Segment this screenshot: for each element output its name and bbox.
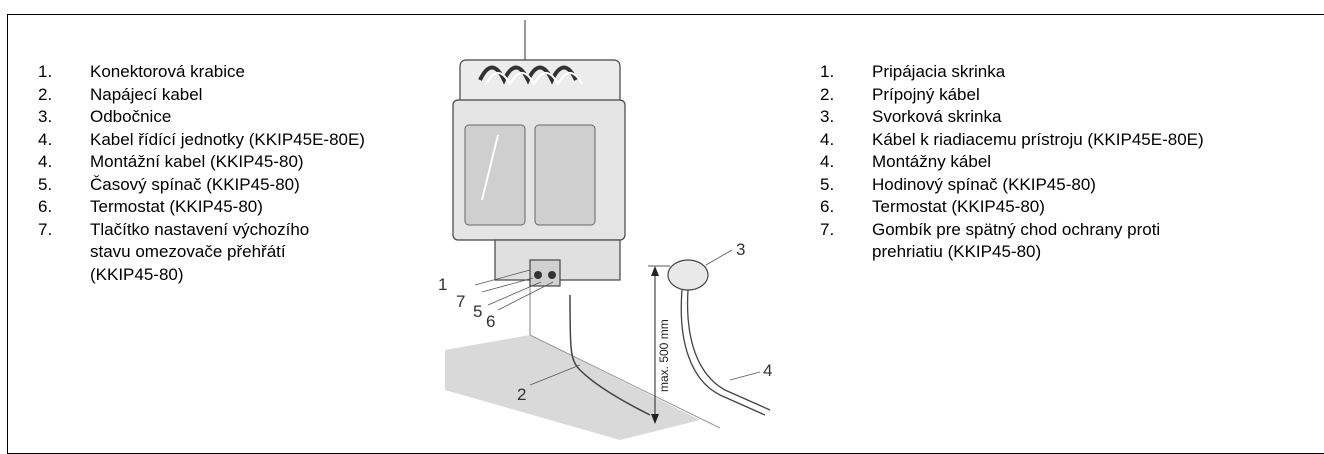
item-number: 3. [38,107,53,126]
item-number: 4. [38,152,53,171]
callout-7: 7 [456,292,465,311]
item-text: Svorková skrinka [872,107,1002,126]
legend-list-slovak: 1. Pripájacia skrinka 2. Prípojný kábel 3.… [820,61,1320,264]
callout-6: 6 [486,312,495,331]
item-text: Termostat (KKIP45-80) [872,197,1045,216]
item-text: Časový spínač (KKIP45-80) [90,174,300,194]
item-number: 2. [820,84,835,104]
item-number: 7. [38,219,53,239]
item-text: Konektorová krabice [90,62,245,81]
list-item: 2. Napájecí kabel [38,84,458,107]
item-text: Kabel řídící jednotky (KKIP45E-80E) [90,129,365,149]
list-item: 4. Kábel k riadiacemu prístroju (KKIP45E-… [820,129,1320,152]
timer-knob [548,271,556,279]
list-item: 6. Termostat (KKIP45-80) [820,196,1320,219]
item-text: Prípojný kábel [872,84,980,104]
item-text: Hodinový spínač (KKIP45-80) [872,174,1096,194]
item-number: 5. [820,174,835,194]
item-text: Odbočnice [90,107,172,126]
list-item: 4. Montážní kabel (KKIP45-80) [38,151,458,174]
list-item: 6. Termostat (KKIP45-80) [38,196,458,219]
heater-installation-illustration: max. 500 mm 1 7 5 6 2 3 4 [438,20,772,440]
item-number: 1. [820,62,835,81]
list-item: 4. Montážny kábel [820,151,1320,174]
dimension-label: max. 500 mm [657,319,671,392]
floor-shadow [445,335,700,440]
item-number: 3. [820,107,835,126]
list-item: 1. Pripájacia skrinka [820,61,1320,84]
list-item: 7. Tlačítko nastavení výchozího stavu ome… [38,219,458,287]
item-text: Pripájacia skrinka [872,62,1006,81]
control-cable [680,289,766,416]
wall-floor-line [529,334,721,429]
item-number: 6. [820,197,835,216]
item-number: 2. [38,84,53,104]
item-text: Gombík pre spätný chod ochrany proti pre… [872,219,1161,262]
legend-list-czech: 1. Konektorová krabice 2. Napájecí kabel 3… [38,61,458,286]
reset-button [534,271,542,279]
item-number: 1. [38,62,53,81]
list-item: 3. Svorková skrinka [820,106,1320,129]
item-text: Montážní kabel (KKIP45-80) [90,152,304,171]
list-item: 4. Kabel řídící jednotky (KKIP45E-80E) [38,129,458,152]
item-text: Termostat (KKIP45-80) [90,197,263,216]
callout-3: 3 [736,240,745,259]
junction-box [667,259,709,291]
callout-4: 4 [763,361,772,380]
item-number: 4. [820,152,835,171]
list-item: 3. Odbočnice [38,106,458,129]
heater-body [452,59,626,287]
control-panel [529,259,561,287]
list-item: 1. Konektorová krabice [38,61,458,84]
item-text: Napájecí kabel [90,84,203,104]
list-item: 2. Prípojný kábel [820,84,1320,107]
callout-1: 1 [438,275,447,294]
list-item: 7. Gombík pre spätný chod ochrany proti p… [820,219,1320,264]
item-text: Tlačítko nastavení výchozího stavu omezo… [90,219,310,284]
item-text: Kábel k riadiacemu prístroju (KKIP45E-80… [872,129,1204,149]
supply-cable [569,294,651,416]
item-text: Montážny kábel [872,152,992,171]
list-item: 5. Časový spínač (KKIP45-80) [38,174,458,197]
callout-2: 2 [517,385,526,404]
list-item: 5. Hodinový spínač (KKIP45-80) [820,174,1320,197]
item-number: 4. [820,129,835,149]
callout-5: 5 [473,302,482,321]
item-number: 7. [820,219,835,239]
item-number: 6. [38,197,53,216]
item-number: 5. [38,174,53,194]
item-number: 4. [38,129,53,149]
